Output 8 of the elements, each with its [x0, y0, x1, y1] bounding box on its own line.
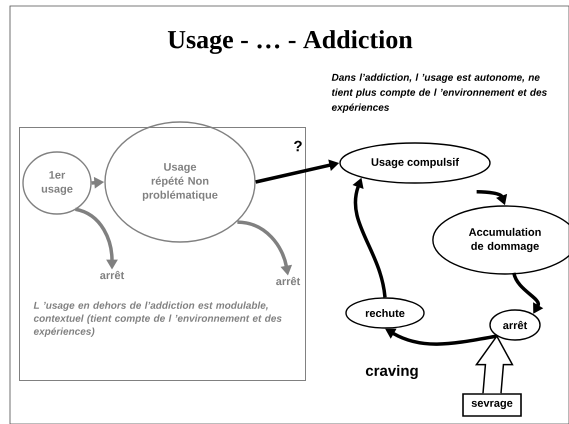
note-text: Dans l’addiction, l ’usage est autonome, ne tient plus compte de l ’environnement et des expériences — [332, 74, 547, 113]
title: Usage - … - Addiction — [168, 30, 412, 54]
stop-label: arrêt — [100, 270, 124, 280]
arrow — [474, 334, 514, 394]
edge-label: craving — [364, 364, 420, 380]
edge-label: ? — [292, 140, 304, 152]
sevrage-box: sevrage — [462, 393, 522, 417]
stop-label: arrêt — [276, 276, 300, 286]
